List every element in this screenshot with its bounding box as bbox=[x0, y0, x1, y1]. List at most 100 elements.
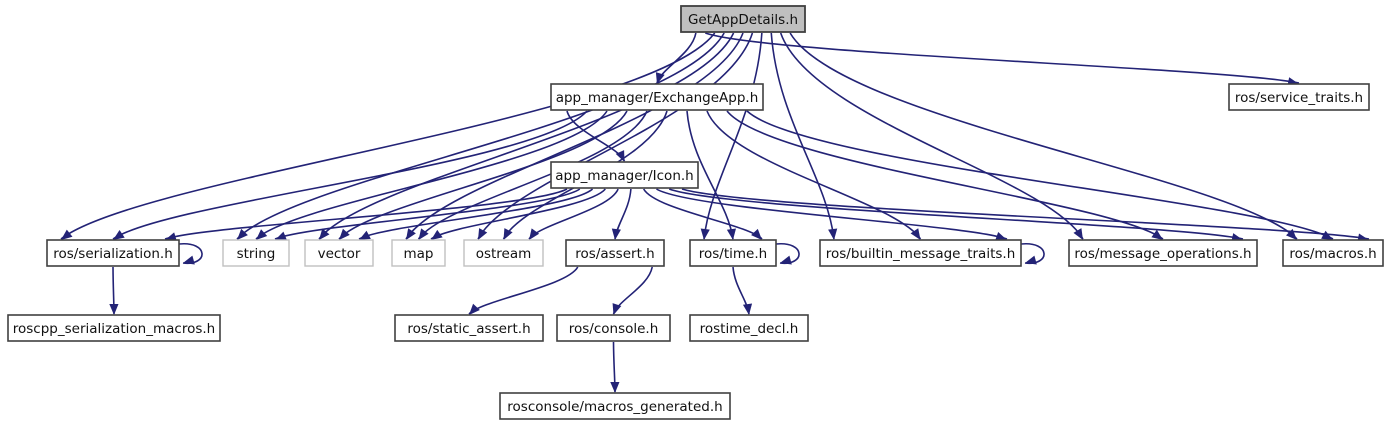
edge-arrowhead bbox=[165, 232, 177, 242]
node-box[interactable] bbox=[394, 314, 544, 342]
node-box[interactable] bbox=[689, 239, 777, 267]
edge-arrowhead bbox=[1286, 228, 1297, 240]
graph-node-root[interactable]: GetAppDetails.h bbox=[680, 5, 806, 33]
graph-node-assert[interactable]: ros/assert.h bbox=[565, 239, 665, 267]
edge-assert-to-console bbox=[612, 266, 654, 315]
graph-node-serialization[interactable]: ros/serialization.h bbox=[46, 239, 180, 267]
edge-icon-to-string bbox=[274, 188, 581, 241]
graph-node-static_assert[interactable]: ros/static_assert.h bbox=[394, 314, 544, 342]
node-box[interactable] bbox=[550, 161, 699, 189]
edge-arrowhead bbox=[910, 228, 921, 240]
edge-line bbox=[656, 188, 1008, 240]
edge-arrowhead bbox=[828, 228, 838, 240]
edge-line bbox=[417, 110, 648, 240]
node-box[interactable] bbox=[499, 392, 731, 420]
edge-builtin-to-builtin bbox=[1020, 243, 1045, 265]
graph-node-exchangeapp[interactable]: app_manager/ExchangeApp.h bbox=[550, 83, 764, 111]
node-box[interactable] bbox=[550, 83, 764, 111]
edge-arrowhead bbox=[995, 231, 1007, 241]
edge-icon-to-ostream bbox=[528, 188, 619, 240]
graph-node-console[interactable]: ros/console.h bbox=[556, 314, 671, 342]
node-box[interactable] bbox=[1068, 239, 1258, 267]
node-box[interactable] bbox=[222, 239, 290, 267]
node-box[interactable] bbox=[391, 239, 446, 267]
node-label: ros/macros.h bbox=[1289, 246, 1376, 262]
edge-line bbox=[164, 188, 568, 240]
node-box[interactable] bbox=[680, 5, 806, 33]
graph-node-rostime_decl[interactable]: rostime_decl.h bbox=[689, 314, 809, 342]
edge-arrowhead bbox=[109, 303, 119, 315]
node-label: string bbox=[237, 246, 276, 262]
edge-arrowhead bbox=[319, 228, 330, 240]
edge-arrowhead bbox=[726, 228, 736, 240]
graph-node-macros[interactable]: ros/macros.h bbox=[1282, 239, 1384, 267]
node-label: rostime_decl.h bbox=[700, 321, 799, 337]
edge-arrowhead bbox=[611, 228, 621, 240]
node-label: GetAppDetails.h bbox=[688, 12, 798, 28]
edge-arrowhead bbox=[113, 230, 125, 240]
edge-line bbox=[60, 32, 716, 240]
edge-arrowhead bbox=[469, 303, 480, 315]
edge-icon-to-assert bbox=[611, 188, 632, 240]
edge-line bbox=[430, 188, 606, 240]
node-box[interactable] bbox=[556, 314, 671, 342]
node-box[interactable] bbox=[819, 239, 1022, 267]
node-label: ros/console.h bbox=[569, 321, 659, 337]
edge-icon-to-time bbox=[642, 188, 763, 240]
graph-node-vector[interactable]: vector bbox=[304, 239, 374, 267]
edge-arrowhead bbox=[61, 229, 73, 240]
edge-line bbox=[318, 32, 735, 240]
node-box[interactable] bbox=[463, 239, 544, 267]
edge-root-to-vector bbox=[318, 32, 735, 240]
edge-arrowhead bbox=[275, 231, 287, 241]
edge-arrowhead bbox=[359, 230, 371, 240]
graph-node-builtin[interactable]: ros/builtin_message_traits.h bbox=[819, 239, 1022, 267]
edge-arrowhead bbox=[478, 228, 488, 240]
edge-line bbox=[668, 188, 1244, 240]
node-label: ros/time.h bbox=[699, 246, 767, 262]
edge-root-to-service_traits bbox=[705, 32, 1300, 87]
node-box[interactable] bbox=[304, 239, 374, 267]
graph-node-ostream[interactable]: ostream bbox=[463, 239, 544, 267]
edge-line bbox=[112, 110, 588, 240]
edge-exchangeapp-to-time bbox=[686, 110, 736, 240]
node-label: ros/serialization.h bbox=[53, 246, 173, 262]
edge-layer bbox=[60, 32, 1370, 393]
node-label: app_manager/Icon.h bbox=[555, 168, 693, 184]
edge-line bbox=[703, 32, 763, 240]
node-label: ros/builtin_message_traits.h bbox=[826, 246, 1016, 262]
node-box[interactable] bbox=[1228, 83, 1370, 111]
node-box[interactable] bbox=[7, 314, 221, 342]
node-box[interactable] bbox=[565, 239, 665, 267]
edge-console-to-macros_gen bbox=[610, 341, 620, 393]
graph-node-service_traits[interactable]: ros/service_traits.h bbox=[1228, 83, 1370, 111]
node-box[interactable] bbox=[689, 314, 809, 342]
graph-node-icon[interactable]: app_manager/Icon.h bbox=[550, 161, 699, 189]
graph-node-msgops[interactable]: ros/message_operations.h bbox=[1068, 239, 1258, 267]
node-label: ros/static_assert.h bbox=[407, 321, 530, 337]
node-label: ros/service_traits.h bbox=[1235, 90, 1363, 106]
edge-arrowhead bbox=[655, 72, 665, 84]
graph-node-roscpp_macros[interactable]: roscpp_serialization_macros.h bbox=[7, 314, 221, 342]
edge-icon-to-builtin bbox=[656, 188, 1008, 241]
graph-node-time[interactable]: ros/time.h bbox=[689, 239, 777, 267]
edge-root-to-map bbox=[405, 32, 744, 240]
edge-line bbox=[779, 32, 1084, 240]
edge-arrowhead bbox=[742, 303, 753, 315]
edge-root-to-ostream bbox=[477, 32, 754, 240]
edge-exchangeapp-to-serialization bbox=[112, 110, 588, 240]
graph-node-macros_gen[interactable]: rosconsole/macros_generated.h bbox=[499, 392, 731, 420]
edge-arrowhead bbox=[256, 229, 268, 240]
edge-line bbox=[358, 188, 594, 240]
edge-line bbox=[405, 32, 744, 240]
edge-root-to-string bbox=[236, 32, 725, 240]
node-box[interactable] bbox=[46, 239, 180, 267]
edge-arrowhead bbox=[612, 303, 622, 315]
edge-arrowhead bbox=[183, 255, 195, 265]
node-label: ostream bbox=[476, 246, 532, 262]
node-box[interactable] bbox=[1282, 239, 1384, 267]
graph-node-string[interactable]: string bbox=[222, 239, 290, 267]
graph-node-map[interactable]: map bbox=[391, 239, 446, 267]
edge-icon-to-map bbox=[430, 188, 606, 240]
